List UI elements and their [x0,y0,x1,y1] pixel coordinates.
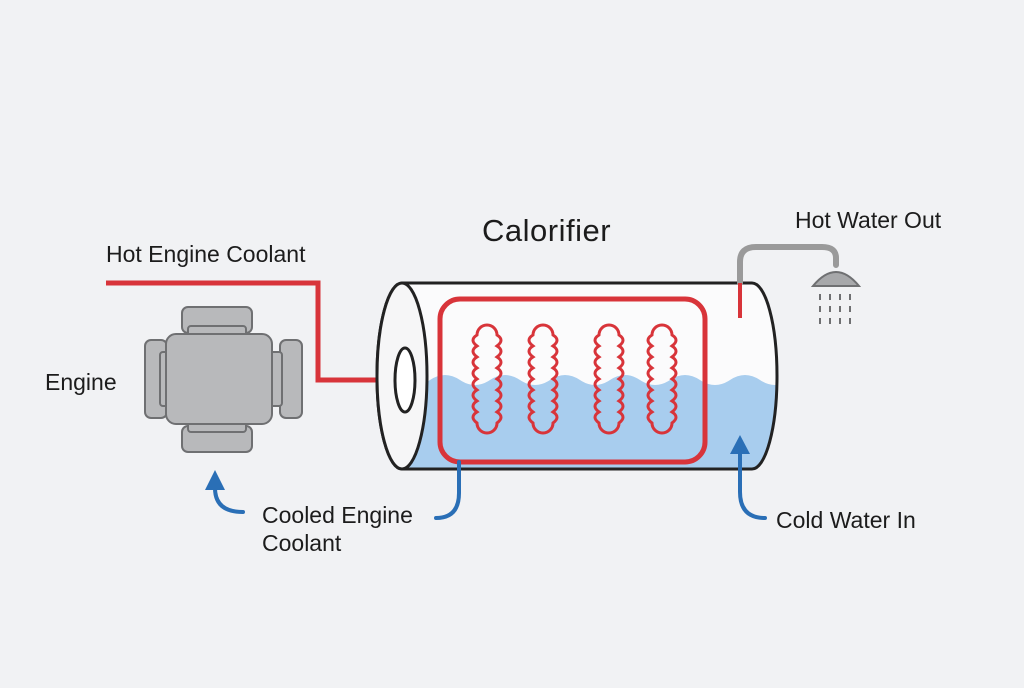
calorifier-tank [375,281,779,471]
cooled-engine-coolant-label-line2: Coolant [262,530,342,556]
cooled-coolant-return-arrow [205,460,461,520]
hot-water-out-label: Hot Water Out [795,207,942,233]
cooled-engine-coolant-label-line1: Cooled Engine [262,502,413,528]
coil-enclosure [437,296,708,465]
hot-engine-coolant-label: Hot Engine Coolant [106,241,306,267]
engine-icon [144,306,303,453]
shower-head-icon [810,271,862,324]
cold-water-in-arrow [730,435,767,520]
hot-water-pipe [737,244,839,286]
cold-water-in-label: Cold Water In [776,507,916,533]
heating-coil [471,323,678,435]
engine-label: Engine [45,369,117,395]
diagram-title: Calorifier [482,213,612,248]
